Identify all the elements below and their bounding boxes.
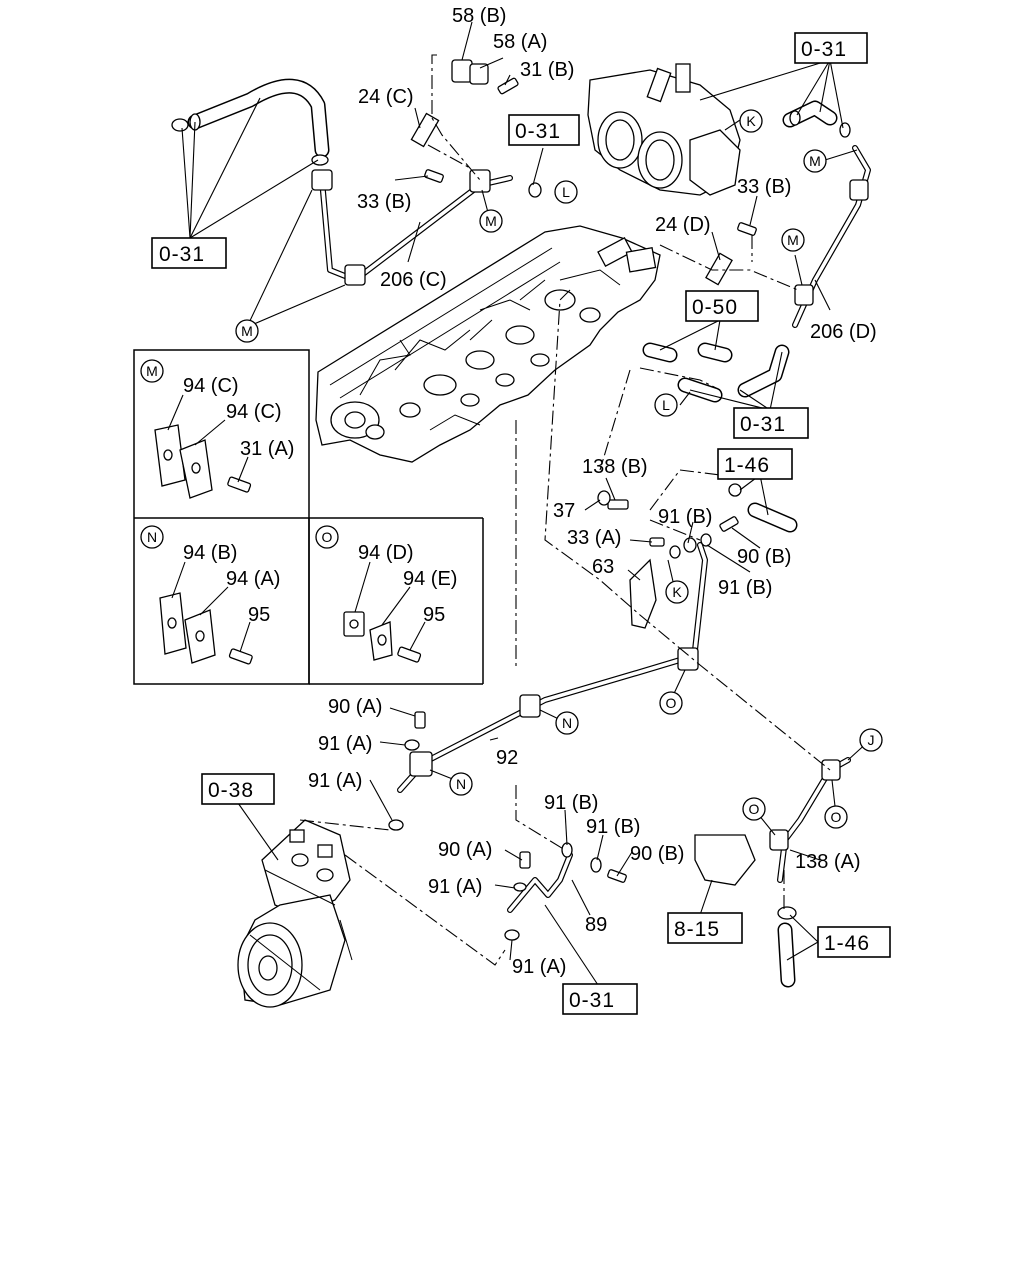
ref-815: 8-15 xyxy=(674,918,720,941)
callout-91a-1: 91 (A) xyxy=(318,733,372,755)
marker-l-mid: L xyxy=(662,397,670,413)
marker-k-mid: K xyxy=(672,584,682,600)
engine-block xyxy=(315,225,661,463)
callout-92: 92 xyxy=(496,747,518,769)
panel-n-94b: 94 (B) xyxy=(183,542,237,564)
panel-m-94c-2: 94 (C) xyxy=(226,401,282,423)
ref-031-topleft: 0-31 xyxy=(159,243,205,266)
bolts-and-washers xyxy=(171,77,851,941)
panel-n-94a: 94 (A) xyxy=(226,568,280,590)
callout-63: 63 xyxy=(592,556,614,578)
panel-o-95: 95 xyxy=(423,604,445,626)
chain-lines xyxy=(299,54,831,966)
callout-91b-2: 91 (B) xyxy=(718,577,772,599)
air-compressor xyxy=(237,819,353,1008)
panel-n-95: 95 xyxy=(248,604,270,626)
callout-91b-1: 91 (B) xyxy=(658,506,712,528)
callout-31b: 31 (B) xyxy=(520,59,574,81)
panel-marker-m: M xyxy=(146,363,158,379)
callout-33b-2: 33 (B) xyxy=(737,176,791,198)
circle-markers: M M M M M N O K L L K O N N J O O xyxy=(140,109,883,829)
marker-k-top: K xyxy=(746,113,756,129)
callout-138a: 138 (A) xyxy=(795,851,861,873)
ref-038: 0-38 xyxy=(208,779,254,802)
ref-031-topright: 0-31 xyxy=(801,38,847,61)
reference-boxes: 0-31 0-31 0-31 0-50 0-31 1-46 0-38 8-15 … xyxy=(151,32,891,1015)
callout-90b-2: 90 (B) xyxy=(630,843,684,865)
marker-m-top: M xyxy=(485,213,497,229)
ref-050: 0-50 xyxy=(692,296,738,319)
marker-l-top: L xyxy=(562,184,570,200)
marker-o-mid: O xyxy=(666,695,677,711)
marker-m-right-2: M xyxy=(787,232,799,248)
marker-j: J xyxy=(868,732,875,748)
callout-58a: 58 (A) xyxy=(493,31,547,53)
hose-top-left xyxy=(187,78,330,158)
callout-91b-3: 91 (B) xyxy=(544,792,598,814)
callout-89: 89 xyxy=(585,914,607,936)
marker-o-right: O xyxy=(831,809,842,825)
callout-206d: 206 (D) xyxy=(810,321,877,343)
callout-91b-4: 91 (B) xyxy=(586,816,640,838)
callout-91a-2: 91 (A) xyxy=(308,770,362,792)
ref-031-mid: 0-31 xyxy=(740,413,786,436)
intake-housing xyxy=(587,63,741,196)
marker-n-left: N xyxy=(456,776,466,792)
callout-24d: 24 (D) xyxy=(655,214,711,236)
callout-90b-1: 90 (B) xyxy=(737,546,791,568)
panel-o-94e: 94 (E) xyxy=(403,568,457,590)
panel-m-94c-1: 94 (C) xyxy=(183,375,239,397)
callout-labels: 58 (B) 58 (A) 31 (B) 24 (C) 33 (B) 206 (… xyxy=(183,5,877,978)
callout-91a-3: 91 (A) xyxy=(428,876,482,898)
panel-m-31a: 31 (A) xyxy=(240,438,294,460)
callout-24c: 24 (C) xyxy=(358,86,414,108)
leader-lines xyxy=(167,21,871,986)
callout-90a-2: 90 (A) xyxy=(438,839,492,861)
marker-m-right: M xyxy=(809,153,821,169)
callout-206c: 206 (C) xyxy=(380,269,447,291)
marker-n-mid: N xyxy=(562,715,572,731)
marker-o-right-2: O xyxy=(749,801,760,817)
ref-146-top: 1-46 xyxy=(724,454,770,477)
callout-138b: 138 (B) xyxy=(582,456,648,478)
pipe-bottom-right xyxy=(777,922,796,988)
callout-90a-1: 90 (A) xyxy=(328,696,382,718)
panel-marker-o: O xyxy=(322,529,333,545)
callout-33a: 33 (A) xyxy=(567,527,621,549)
callout-58b: 58 (B) xyxy=(452,5,506,27)
callout-91a-4: 91 (A) xyxy=(512,956,566,978)
pipe-89 xyxy=(507,852,573,913)
hoses-center-right xyxy=(642,100,838,403)
ref-031-bottom: 0-31 xyxy=(569,989,615,1012)
detail-panels xyxy=(133,349,484,685)
callout-33b-1: 33 (B) xyxy=(357,191,411,213)
pipe-1-46-top xyxy=(747,502,798,533)
callout-37: 37 xyxy=(553,500,575,522)
ref-031-center: 0-31 xyxy=(515,120,561,143)
panel-o-94d: 94 (D) xyxy=(358,542,414,564)
ref-146-bottom: 1-46 xyxy=(824,932,870,955)
panel-marker-n: N xyxy=(147,529,157,545)
pipe-92 xyxy=(397,542,708,793)
marker-m-left: M xyxy=(241,323,253,339)
